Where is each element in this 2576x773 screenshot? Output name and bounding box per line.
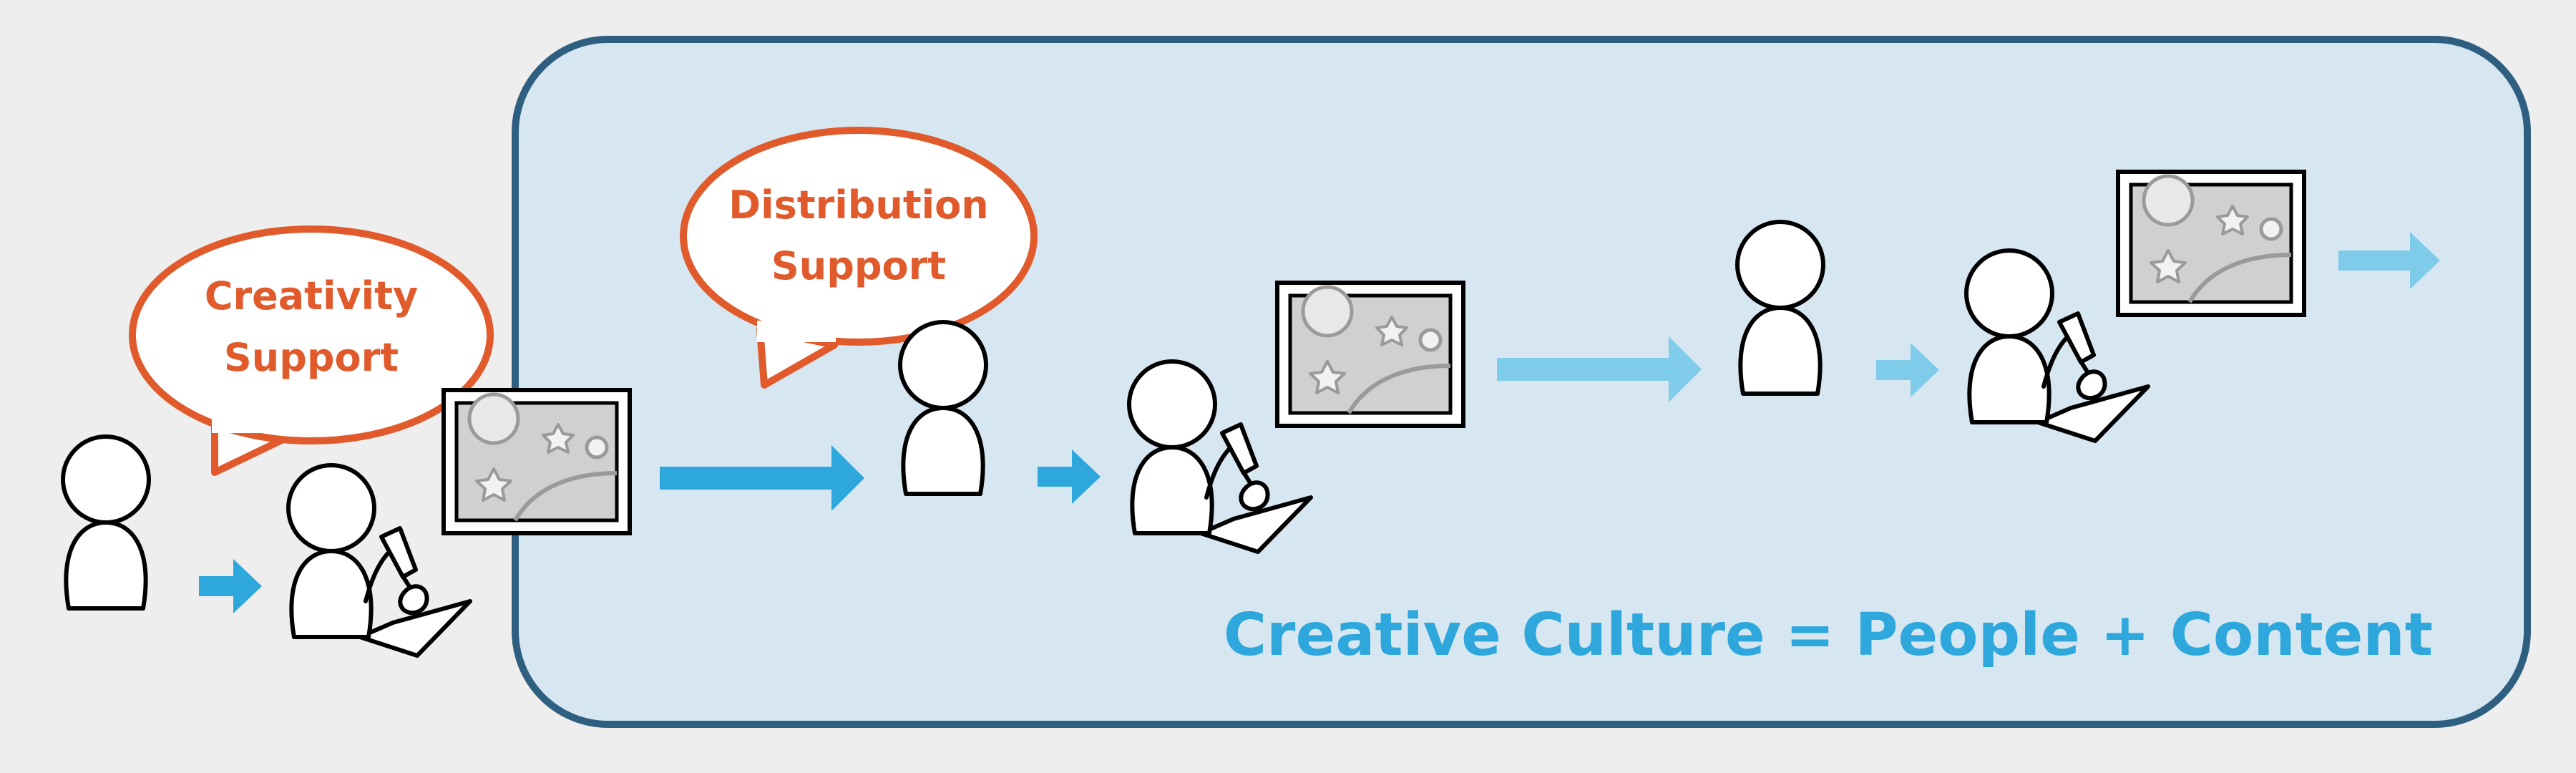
flow-arrows	[199, 232, 2440, 613]
framed-picture	[2118, 172, 2304, 315]
person-figure	[63, 437, 149, 608]
framed-picture	[444, 390, 630, 533]
creativity-bubble-line1: Creativity	[205, 273, 418, 319]
creativity-support-bubble: Creativity Support	[129, 225, 494, 476]
arrow-icon	[199, 559, 262, 613]
creativity-bubble-line2: Support	[224, 335, 399, 380]
distribution-bubble-line2: Support	[771, 243, 946, 288]
distribution-bubble-line1: Distribution	[728, 183, 988, 228]
arrow-icon	[1038, 449, 1101, 504]
arrow-icon	[660, 445, 864, 511]
arrow-icon	[2338, 232, 2440, 289]
tagline: Creative Culture = People + Content	[1224, 601, 2433, 669]
arrow-icon	[1497, 336, 1702, 402]
arrow-icon	[1876, 343, 1939, 397]
distribution-support-bubble: Distribution Support	[680, 127, 1038, 389]
framed-picture	[1277, 283, 1463, 426]
